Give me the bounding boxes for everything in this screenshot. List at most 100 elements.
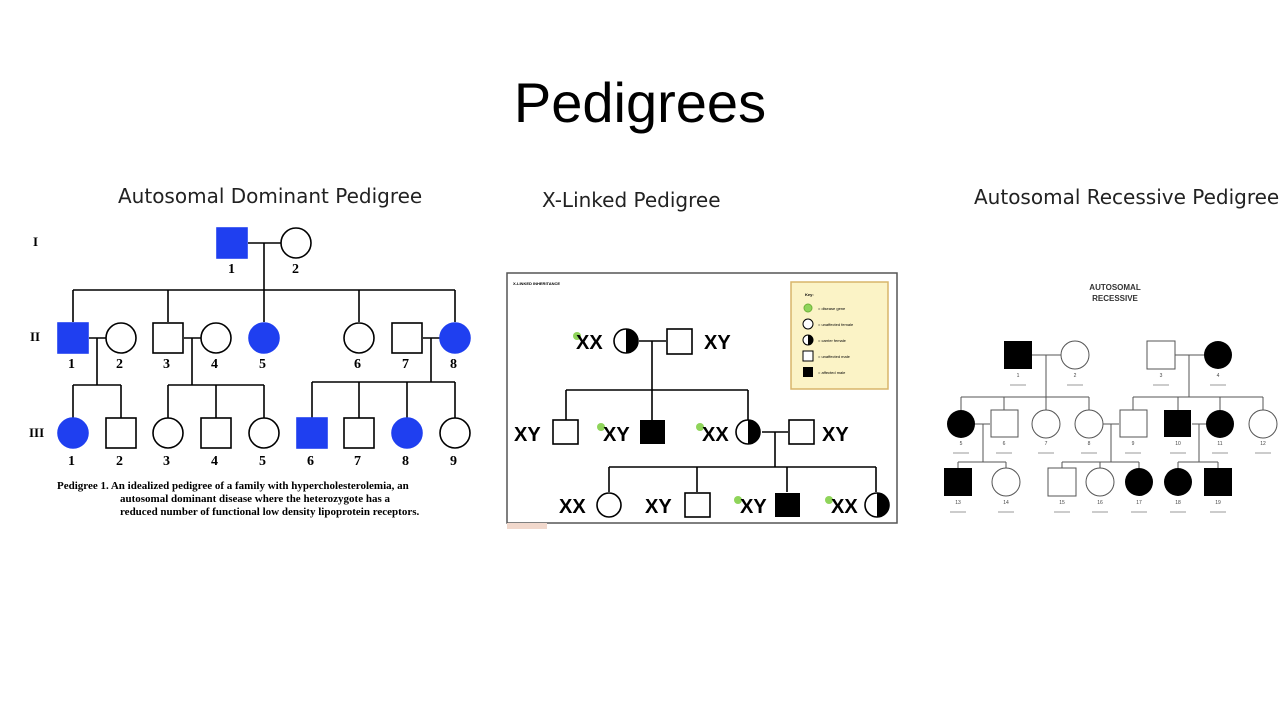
disease-gene-marker	[734, 496, 742, 504]
ad-ii2-female	[105, 322, 137, 354]
key-item: = disease gene	[818, 306, 846, 311]
x-linked-inner-title: X-LINKED INHERITANCE	[513, 281, 560, 286]
ad-ii1-affected-male	[57, 322, 89, 354]
ad-num: 2	[116, 357, 123, 372]
x-linked-corner-strip	[507, 523, 547, 529]
ad-iii8-affected-female	[391, 417, 423, 449]
ar-num: 19	[1215, 500, 1221, 506]
ar-num: 4	[1217, 373, 1220, 379]
key-item: = unaffected male	[818, 354, 851, 359]
ar-num: 16	[1097, 500, 1103, 506]
ar-12-female	[1248, 409, 1278, 439]
ar-num: 8	[1088, 441, 1091, 447]
ad-num: 7	[354, 454, 361, 469]
ar-14-female	[991, 467, 1021, 497]
autosomal-dominant-heading: Autosomal Dominant Pedigree	[118, 184, 423, 208]
genotype-label: XX	[576, 332, 603, 354]
ad-iii4-male	[200, 417, 232, 449]
slide-title: Pedigrees	[513, 71, 767, 134]
ar-num: 14	[1003, 500, 1009, 506]
ar-17-affected-female	[1125, 468, 1153, 496]
autosomal-recessive-heading: Autosomal Recessive Pedigree	[974, 185, 1280, 209]
x-linked-pedigree: X-LINKED INHERITANCE Key: = disease gene…	[506, 272, 898, 529]
ad-num: 6	[354, 357, 361, 372]
ad-iii3-female	[152, 417, 184, 449]
ar-num: 9	[1132, 441, 1135, 447]
ar-num: 12	[1260, 441, 1266, 447]
xl-affected-male	[640, 420, 665, 444]
ad-num: 8	[402, 454, 409, 469]
ar-num: 15	[1059, 500, 1065, 506]
ar-num: 7	[1045, 441, 1048, 447]
genotype-label: XX	[702, 424, 729, 446]
ar-8-female	[1074, 409, 1104, 439]
ar-3-male	[1146, 340, 1176, 370]
ar-4-affected-female	[1204, 341, 1232, 369]
ar-inner-title-1: AUTOSOMAL	[1089, 283, 1141, 292]
disease-gene-marker	[573, 332, 581, 340]
ad-ii6-female	[343, 322, 375, 354]
ad-num: 1	[68, 454, 75, 469]
genotype-label: XY	[704, 332, 731, 354]
ar-18-affected-female	[1164, 468, 1192, 496]
ad-ii5-affected-female	[248, 322, 280, 354]
ad-iii9-female	[439, 417, 471, 449]
x-linked-heading: X-Linked Pedigree	[542, 188, 721, 212]
disease-gene-marker	[825, 496, 833, 504]
xl-unaffected-male	[684, 492, 711, 518]
ad-ii4-female	[200, 322, 232, 354]
ad-iii1-affected-female	[57, 417, 89, 449]
ad-iii7-male	[343, 417, 375, 449]
ad-iii2-male	[105, 417, 137, 449]
ad-num: 8	[450, 357, 457, 372]
ar-num: 1	[1017, 373, 1020, 379]
ar-9-male	[1119, 409, 1148, 438]
ar-inner-title-2: RECESSIVE	[1092, 294, 1138, 303]
ad-caption-line-1: Pedigree 1. An idealized pedigree of a f…	[57, 480, 409, 492]
genotype-label: XX	[831, 496, 858, 518]
ar-15-male	[1047, 467, 1077, 497]
key-item: = affected male	[818, 370, 846, 375]
autosomal-recessive-pedigree: AUTOSOMAL RECESSIVE	[944, 283, 1278, 513]
disease-gene-marker	[597, 423, 605, 431]
ad-num: 2	[292, 262, 299, 277]
ar-num: 18	[1175, 500, 1181, 506]
key-unaffected-female-icon	[802, 318, 814, 330]
genotype-label: XY	[740, 496, 767, 518]
ar-num: 11	[1217, 441, 1222, 447]
xl-unaffected-male	[788, 419, 815, 445]
x-linked-key: Key: = disease gene = unaffected female …	[790, 281, 889, 390]
ad-num: 4	[211, 454, 218, 469]
ad-num: 5	[259, 357, 266, 372]
ad-ii7-male	[391, 322, 423, 354]
ad-num: 1	[228, 262, 235, 277]
ad-num: 3	[163, 454, 170, 469]
ar-5-affected-female	[947, 410, 975, 438]
genotype-label: XY	[514, 424, 541, 446]
ad-num: 9	[450, 454, 457, 469]
xl-affected-male	[775, 493, 800, 517]
key-affected-male-icon	[803, 367, 813, 377]
xl-unaffected-female	[596, 492, 622, 518]
ar-6-male	[990, 409, 1019, 438]
autosomal-dominant-pedigree	[72, 242, 456, 418]
ad-num: 5	[259, 454, 266, 469]
key-item: = unaffected female	[818, 322, 854, 327]
ad-iii5-female	[248, 417, 280, 449]
ad-num: 6	[307, 454, 314, 469]
ad-i1-affected-male	[216, 227, 248, 259]
ad-ii8-affected-female	[439, 322, 471, 354]
xl-unaffected-male	[666, 328, 693, 355]
ar-10-affected-male	[1164, 410, 1191, 437]
xl-unaffected-male	[552, 419, 579, 445]
ad-num: 1	[68, 357, 75, 372]
ad-num: 2	[116, 454, 123, 469]
ar-19-affected-male	[1204, 468, 1232, 496]
ar-1-affected-male	[1004, 341, 1032, 369]
genotype-label: XY	[822, 424, 849, 446]
ad-ii3-male	[152, 322, 184, 354]
ad-num: 4	[211, 357, 218, 372]
ad-caption-line-2: autosomal dominant disease where the het…	[120, 493, 390, 505]
ar-num: 5	[960, 441, 963, 447]
